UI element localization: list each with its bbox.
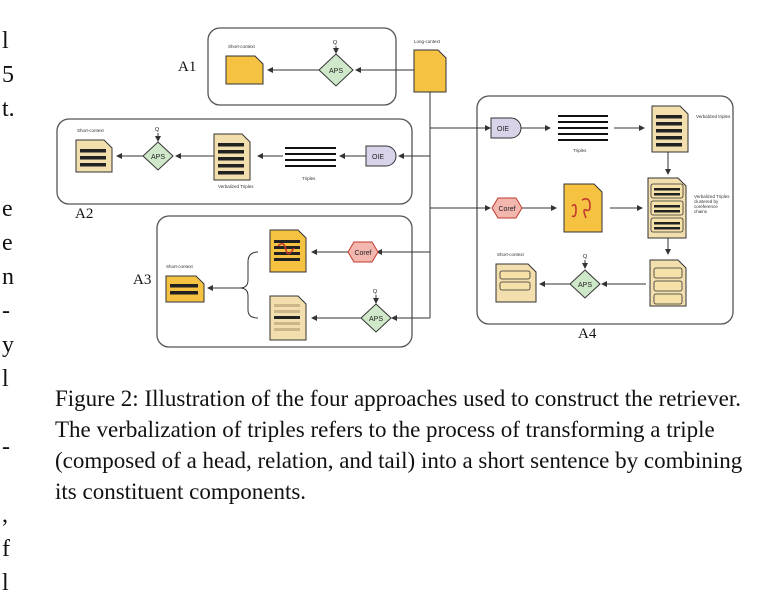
verbalized-triples-label: Verbalized Triples bbox=[218, 184, 254, 189]
margin-fragment: t. bbox=[2, 96, 15, 122]
short-context-label: Short-context bbox=[497, 252, 525, 257]
a4-cluster-stack-document bbox=[649, 259, 687, 307]
margin-fragment: , bbox=[2, 502, 8, 528]
a2-aps-node: APS Q bbox=[142, 127, 174, 171]
a2-short-context-document: Short-context bbox=[75, 128, 113, 173]
a2-triples-icon: Triples bbox=[285, 147, 336, 181]
margin-fragment: f bbox=[2, 536, 10, 562]
margin-fragment: n bbox=[2, 264, 14, 290]
margin-fragment: e bbox=[2, 230, 13, 256]
a4-coref-node: Coref bbox=[491, 197, 523, 219]
a1-aps-node: APS Q bbox=[318, 40, 354, 87]
triples-label: Triples bbox=[302, 176, 316, 181]
a4-aps-node: APS Q bbox=[569, 254, 601, 299]
aps-label: APS bbox=[578, 282, 592, 289]
a2-oie-node: OIE bbox=[365, 145, 397, 167]
verbalized-triples-label: Verbalized triples bbox=[696, 114, 731, 119]
panel-a3 bbox=[156, 215, 413, 348]
query-label: Q bbox=[373, 289, 378, 295]
a3-combine-brace bbox=[239, 251, 259, 319]
trunk-connectors bbox=[355, 67, 491, 321]
a4-clustered-document: Verbalized Triples clustered by corefere… bbox=[647, 177, 730, 239]
a3-aps-document bbox=[269, 295, 307, 341]
long-context-label: Long-context bbox=[414, 39, 441, 44]
a3-coref-document bbox=[269, 229, 307, 273]
triples-label: Triples bbox=[573, 148, 587, 153]
query-label: Q bbox=[333, 40, 338, 46]
coref-label: Coref bbox=[354, 250, 371, 257]
aps-label: APS bbox=[369, 316, 383, 323]
panel-a1 bbox=[207, 27, 397, 106]
query-label: Q bbox=[583, 254, 588, 260]
panel-a4 bbox=[476, 95, 734, 325]
a1-short-context-document: Short-context bbox=[225, 44, 264, 85]
margin-fragment: l bbox=[2, 28, 9, 54]
margin-fragment: - bbox=[2, 434, 10, 460]
aps-label: APS bbox=[151, 154, 165, 161]
panel-label-a2: A2 bbox=[75, 206, 93, 222]
a4-coref-document bbox=[563, 183, 603, 233]
margin-fragment: - bbox=[2, 298, 10, 324]
margin-fragment: 5 bbox=[2, 62, 14, 88]
clustered-label: Verbalized Triples clustered by corefere… bbox=[694, 194, 730, 214]
coref-label: Coref bbox=[498, 206, 515, 213]
a2-verbalized-triples-document: Verbalized Triples bbox=[213, 133, 254, 189]
panel-label-a4: A4 bbox=[578, 326, 597, 342]
margin-fragment: e bbox=[2, 196, 13, 222]
margin-fragment: l bbox=[2, 570, 9, 596]
panel-label-a1: A1 bbox=[178, 59, 196, 75]
short-context-label: Short-context bbox=[77, 128, 105, 133]
a4-short-context-document: Short-context bbox=[495, 252, 537, 303]
short-context-label: Short-context bbox=[228, 44, 256, 49]
a3-short-context-document: Short-context bbox=[165, 264, 205, 303]
a4-verbalized-triples-document: Verbalized triples bbox=[651, 105, 731, 153]
approaches-diagram: A1 A2 A3 A4 Long-context APS Q Short-con… bbox=[56, 27, 734, 348]
margin-fragment: y bbox=[2, 332, 14, 358]
a3-aps-node: APS Q bbox=[360, 289, 392, 333]
oie-label: OIE bbox=[497, 126, 509, 133]
aps-label: APS bbox=[329, 68, 343, 75]
panel-label-a3: A3 bbox=[133, 272, 151, 288]
margin-fragment: l bbox=[2, 366, 9, 392]
long-context-document: Long-context bbox=[413, 39, 447, 93]
query-label: Q bbox=[155, 127, 160, 133]
a4-oie-node: OIE bbox=[490, 117, 522, 139]
panel-a2 bbox=[56, 118, 413, 205]
figure-caption: Figure 2: Illustration of the four appro… bbox=[55, 386, 743, 504]
a3-coref-node: Coref bbox=[347, 241, 379, 263]
a4-triples-icon: Triples bbox=[558, 115, 608, 153]
short-context-label: Short-context bbox=[166, 264, 194, 269]
oie-label: OIE bbox=[372, 154, 384, 161]
